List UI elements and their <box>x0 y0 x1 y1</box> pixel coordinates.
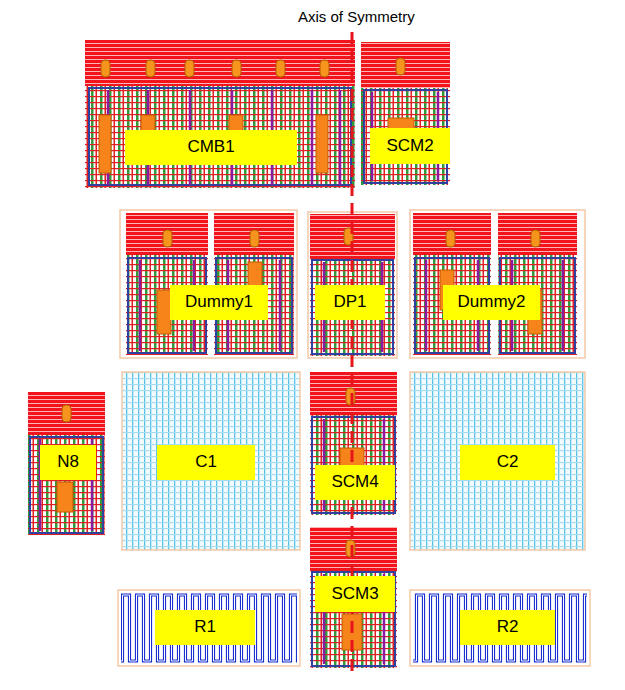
axis-label: Axis of Symmetry <box>296 8 417 25</box>
block-label: SCM4 <box>315 465 395 500</box>
block-cap: C1 <box>122 372 300 550</box>
block-dp: DP1 <box>308 212 397 358</box>
transistor-array <box>85 40 355 188</box>
block-label: Dummy2 <box>443 285 540 320</box>
block-cmb: CMB1 <box>85 40 355 188</box>
block-label: R1 <box>155 610 255 645</box>
block-label: R2 <box>460 610 555 645</box>
block-scm: SCM2 <box>361 42 450 185</box>
block-label: Dummy1 <box>170 285 268 320</box>
block-res: R1 <box>118 590 300 665</box>
capacitor-array <box>410 372 585 550</box>
block-scm: SCM4 <box>310 372 397 515</box>
transistor <box>28 392 105 535</box>
block-label: C1 <box>157 445 255 480</box>
block-label: DP1 <box>315 285 385 320</box>
block-label: N8 <box>40 445 96 480</box>
block-label: SCM2 <box>370 128 450 164</box>
block-scm: SCM3 <box>310 525 397 668</box>
block-dummy: Dummy2 <box>410 210 585 358</box>
resistor-serpentine <box>118 590 300 666</box>
capacitor-array <box>122 372 300 550</box>
block-label: SCM3 <box>315 576 395 612</box>
block-nmos: N8 <box>28 392 105 535</box>
resistor-serpentine <box>410 590 590 666</box>
block-label: CMB1 <box>125 130 297 165</box>
block-dummy: Dummy1 <box>120 210 297 358</box>
transistor-pair <box>410 210 585 358</box>
block-res: R2 <box>410 590 590 665</box>
transistor-pair <box>120 210 297 358</box>
block-cap: C2 <box>410 372 585 550</box>
block-label: C2 <box>460 445 555 480</box>
transistor <box>361 42 450 185</box>
